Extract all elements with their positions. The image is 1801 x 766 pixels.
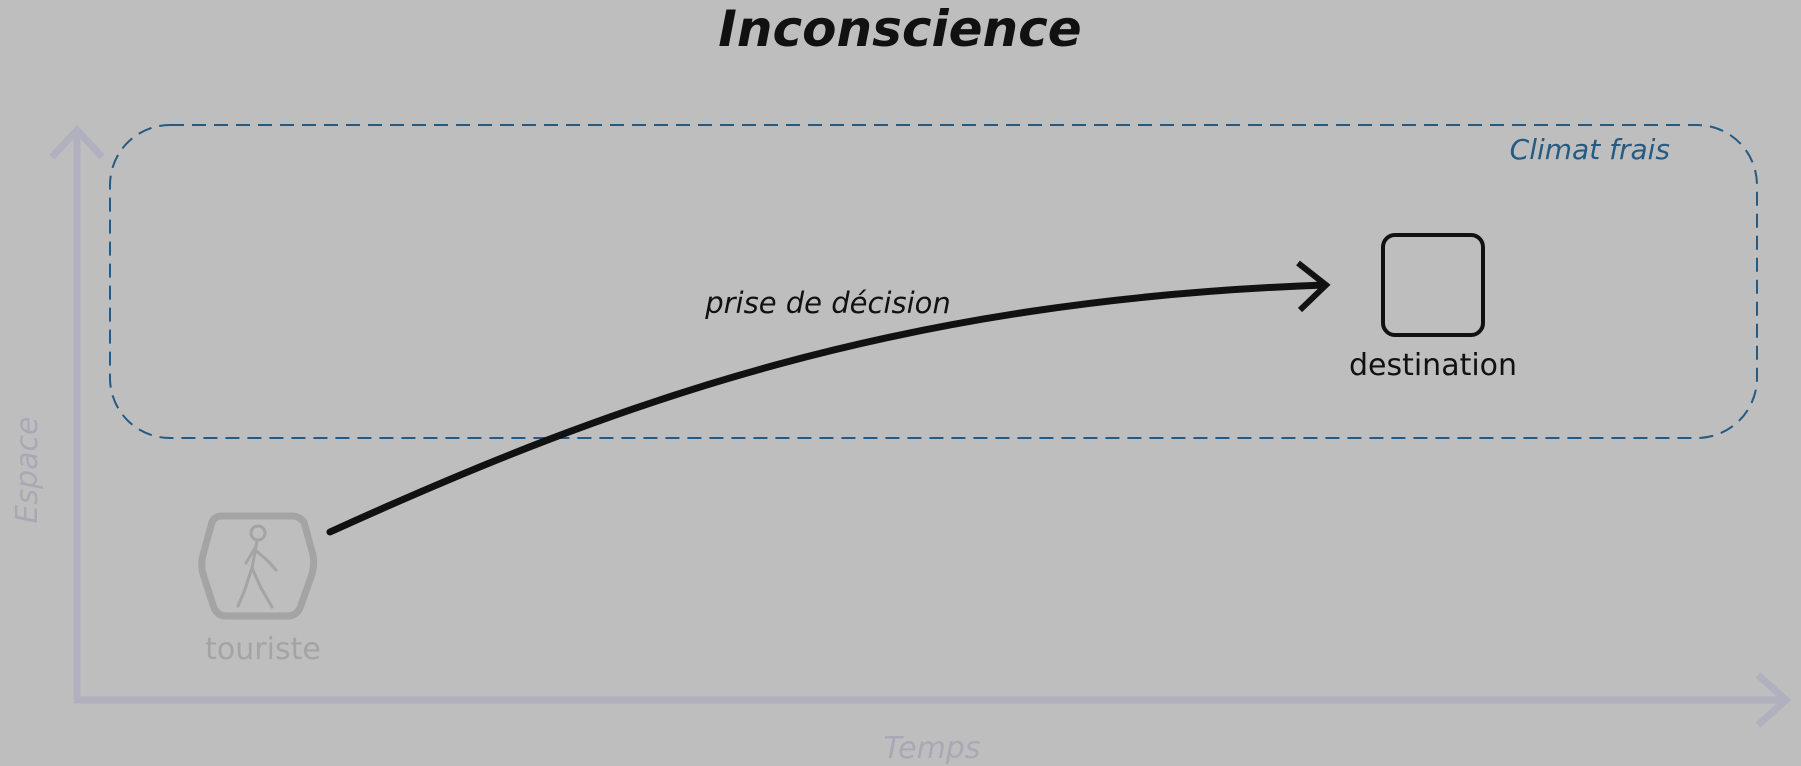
touriste-hexagon: [198, 512, 318, 620]
edge-line: [326, 281, 1329, 536]
axes: Espace Temps: [10, 124, 1792, 766]
x-axis-label: Temps: [884, 731, 981, 766]
destination-square: [1381, 233, 1485, 337]
y-axis-arrowhead: [49, 124, 105, 160]
destination-label: destination: [1349, 348, 1517, 383]
region-label: Climat frais: [1510, 133, 1670, 166]
node-destination: destination: [1349, 233, 1517, 383]
y-axis-label: Espace: [10, 417, 45, 524]
x-axis-arrowhead: [1755, 672, 1792, 728]
node-touriste: touriste: [198, 512, 321, 667]
edge-label: prise de décision: [704, 286, 951, 320]
edge-arrowhead: [1296, 260, 1331, 313]
region-boundary: [109, 124, 1758, 439]
diagram-title: Inconscience: [718, 0, 1081, 58]
touriste-label: touriste: [205, 632, 321, 667]
walking-person-icon: [236, 524, 278, 609]
region-climat-frais: Climat frais: [109, 124, 1758, 439]
edge-decision: prise de décision: [326, 260, 1331, 536]
